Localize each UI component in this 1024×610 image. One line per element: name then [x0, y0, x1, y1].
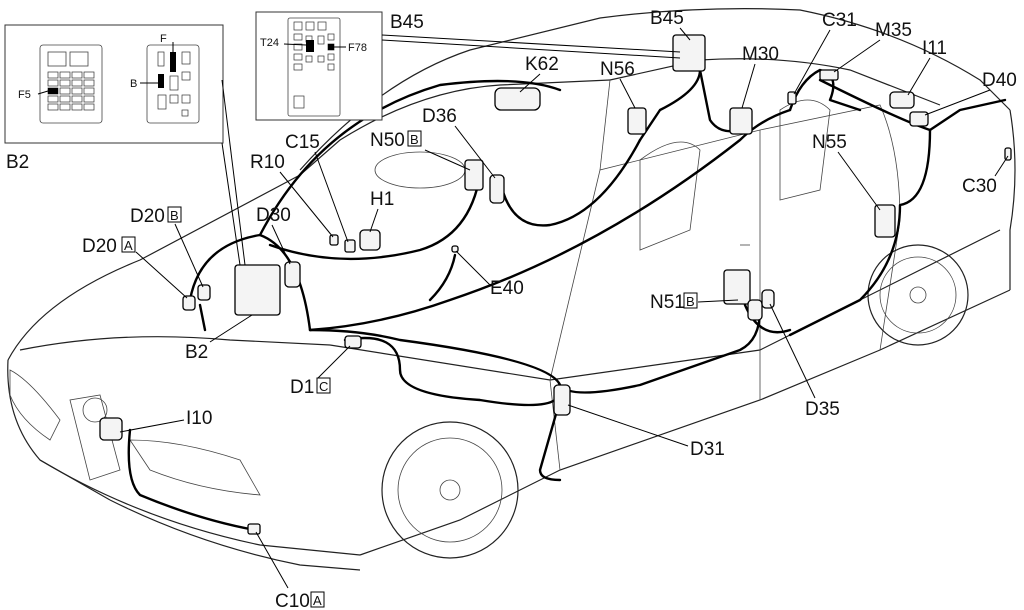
label-d20a-box: A — [124, 238, 133, 253]
label-i10: I10 — [186, 408, 212, 429]
connector-d20b — [197, 284, 211, 301]
label-f5: F5 — [18, 89, 31, 101]
label-n51: N51 — [650, 292, 685, 313]
connector-c30 — [1004, 147, 1012, 161]
label-d20b-box: B — [170, 208, 179, 223]
connector-c10 — [247, 523, 261, 535]
connector-d40 — [909, 111, 929, 127]
label-i11: I11 — [922, 38, 947, 59]
label-c15: C15 — [285, 132, 320, 153]
connector-d31 — [553, 384, 571, 416]
module-b45 — [672, 34, 706, 72]
connector-d1 — [344, 335, 362, 349]
connector-m35 — [819, 69, 839, 81]
module-n56 — [627, 107, 647, 135]
connector-c31 — [787, 91, 797, 105]
label-c30: C30 — [962, 176, 997, 197]
fuse-grid-left — [47, 71, 95, 111]
label-d31: D31 — [690, 439, 725, 460]
inset-b45: T24 F78 B45 — [255, 11, 424, 121]
connector-i11 — [889, 91, 915, 109]
label-e40: E40 — [490, 278, 524, 299]
label-m35: M35 — [875, 20, 912, 41]
module-k62 — [494, 87, 541, 111]
label-t24: T24 — [260, 37, 279, 49]
label-n55: N55 — [812, 132, 847, 153]
label-f78: F78 — [348, 42, 367, 54]
module-n55 — [874, 204, 896, 238]
module-n50 — [464, 159, 484, 191]
label-d36: D36 — [422, 106, 457, 127]
label-n56: N56 — [600, 59, 635, 80]
label-k62: K62 — [525, 54, 559, 75]
label-d20b: D20 — [130, 206, 165, 227]
label-c31: C31 — [822, 10, 857, 31]
label-b2-inset: B2 — [6, 152, 29, 173]
label-d30: D30 — [256, 205, 291, 226]
label-m30: M30 — [742, 44, 779, 65]
inset-b2: F5 F B B2 — [4, 24, 224, 173]
label-c10-box: A — [313, 593, 322, 608]
connector-d30 — [284, 261, 301, 288]
label-d40: D40 — [982, 70, 1017, 91]
label-b45-inset: B45 — [390, 12, 424, 33]
connector-c15 — [344, 239, 356, 253]
fuse-box-b2 — [234, 264, 281, 316]
label-d1-box: C — [319, 379, 328, 394]
label-r10: R10 — [250, 152, 285, 173]
label-h1: H1 — [370, 189, 394, 210]
label-f: F — [160, 33, 167, 45]
module-n51 — [723, 269, 751, 305]
label-b: B — [130, 78, 137, 90]
connector-e40 — [451, 245, 459, 253]
connector-d35 — [747, 299, 763, 321]
connector-i10 — [99, 417, 123, 441]
label-b45: B45 — [650, 8, 684, 29]
label-d35: D35 — [805, 399, 840, 420]
label-n50: N50 — [370, 130, 405, 151]
label-n50-box: B — [410, 132, 419, 147]
connector-h1 — [359, 229, 381, 251]
connector-d20a — [182, 295, 196, 311]
connector-d36 — [489, 174, 505, 204]
label-b2: B2 — [185, 342, 208, 363]
label-n51-box: B — [686, 294, 695, 309]
label-c10: C10 — [275, 591, 310, 610]
connector-d35b — [761, 289, 775, 309]
callouts: B45 K62 N56 M30 C31 M35 I11 D40 D36 N50 … — [82, 8, 1017, 610]
module-m30 — [729, 107, 753, 135]
car-body — [7, 8, 1016, 571]
connector-r10 — [329, 234, 339, 246]
components — [99, 34, 1012, 535]
label-d20a: D20 — [82, 236, 117, 257]
label-d1: D1 — [290, 377, 314, 398]
